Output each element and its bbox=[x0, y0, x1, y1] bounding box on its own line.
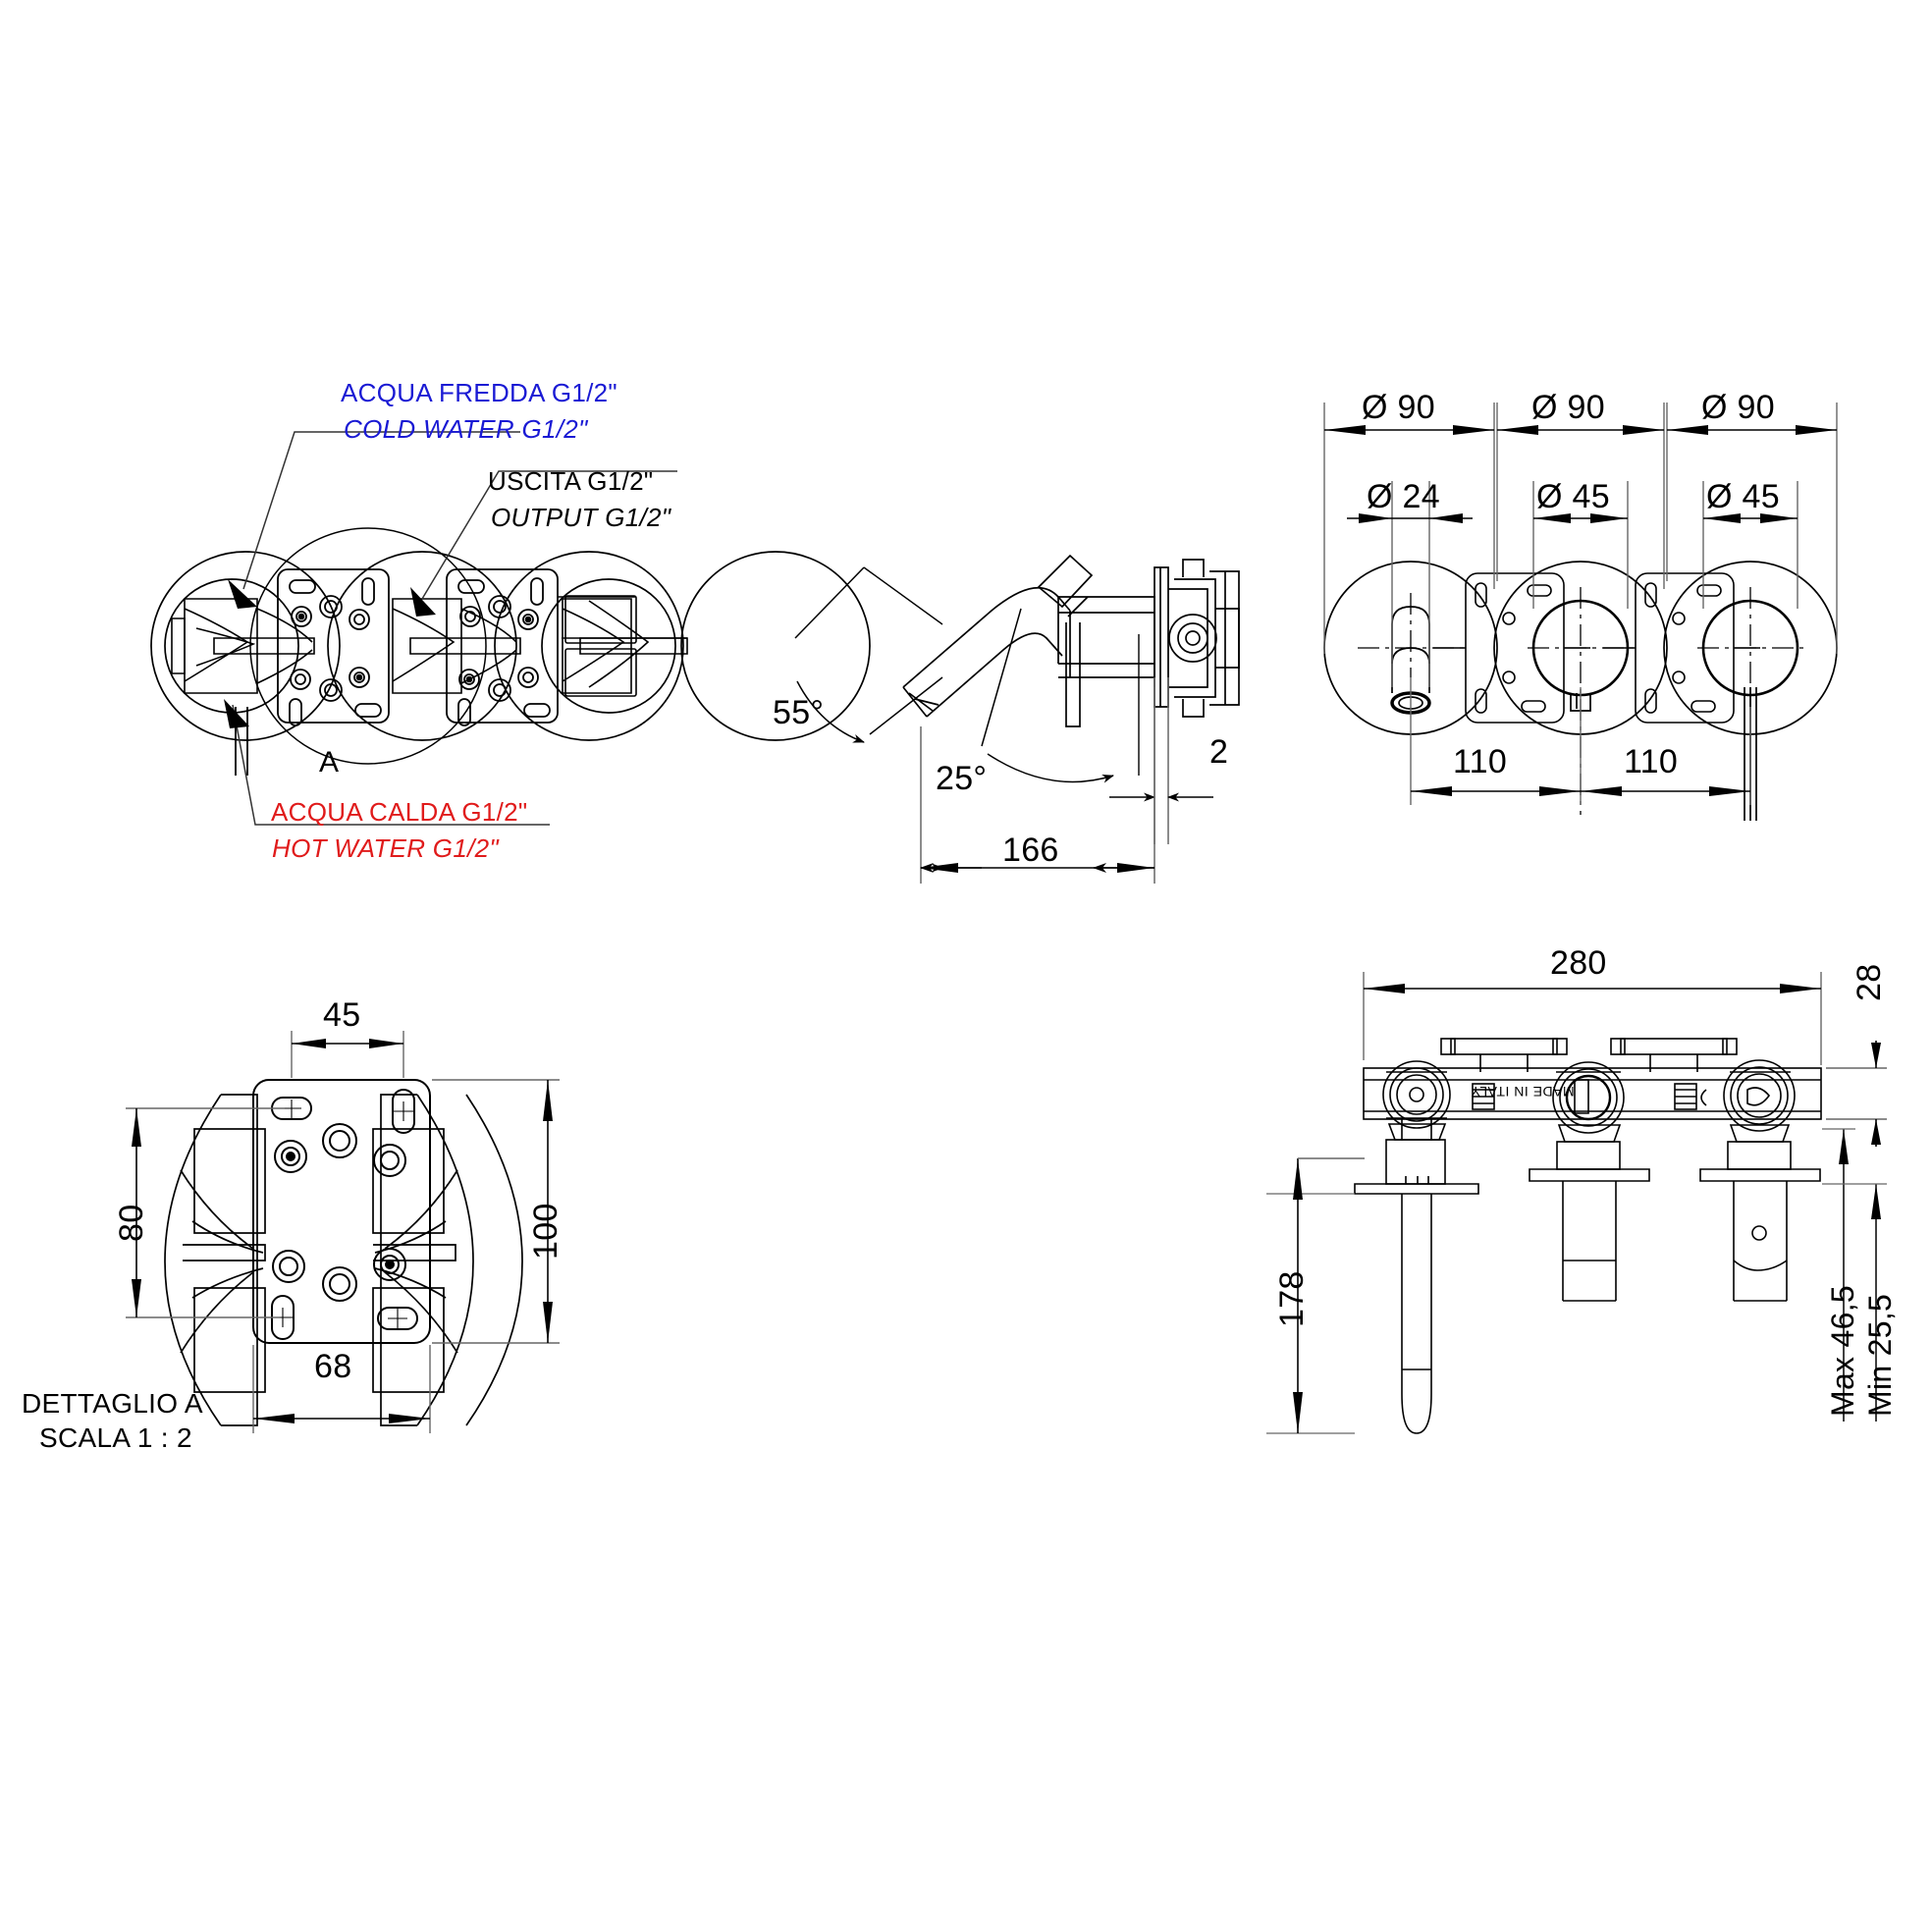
dim-68-detail: 68 bbox=[314, 1348, 352, 1385]
view-top-right-front bbox=[1323, 402, 1838, 821]
dim-110-left: 110 bbox=[1453, 743, 1508, 780]
hot-water-label-en: HOT WATER G1/2" bbox=[272, 833, 499, 863]
detail-scale: SCALA 1 : 2 bbox=[39, 1422, 192, 1453]
output-label-en: OUTPUT G1/2" bbox=[491, 503, 671, 532]
dim-diam-90-right: Ø 90 bbox=[1701, 389, 1775, 426]
dim-166: 166 bbox=[1002, 832, 1059, 869]
dim-diam-45-right: Ø 45 bbox=[1706, 478, 1780, 515]
dim-diam-90-center: Ø 90 bbox=[1531, 389, 1605, 426]
dim-min-25-5: Min 25,5 bbox=[1862, 1293, 1898, 1417]
cold-water-label-en: COLD WATER G1/2" bbox=[344, 414, 588, 444]
dim-diam-90-left: Ø 90 bbox=[1362, 389, 1435, 426]
view-middle-spout bbox=[794, 554, 1240, 884]
detail-marker-a: A bbox=[319, 746, 340, 778]
dim-80-detail: 80 bbox=[113, 1204, 150, 1242]
dim-110-right: 110 bbox=[1624, 743, 1679, 780]
view-bottom-right-assembly bbox=[1266, 972, 1887, 1434]
dim-100-detail: 100 bbox=[527, 1203, 564, 1260]
dim-diam-24: Ø 24 bbox=[1367, 478, 1440, 515]
hot-water-label-it: ACQUA CALDA G1/2" bbox=[271, 797, 528, 827]
dim-diam-45-center: Ø 45 bbox=[1536, 478, 1610, 515]
dim-angle-25: 25° bbox=[936, 760, 988, 797]
view-detail-a bbox=[126, 1031, 560, 1433]
dim-2: 2 bbox=[1209, 733, 1229, 771]
dim-45-detail: 45 bbox=[323, 996, 361, 1034]
dim-178: 178 bbox=[1273, 1270, 1311, 1327]
detail-title: DETTAGLIO A bbox=[22, 1388, 203, 1419]
output-label-it: USCITA G1/2" bbox=[488, 466, 654, 496]
cold-water-label-it: ACQUA FREDDA G1/2" bbox=[341, 378, 617, 407]
view-top-left-assembly bbox=[150, 431, 871, 826]
dim-max-46-5: Max 46,5 bbox=[1825, 1284, 1860, 1417]
dim-28: 28 bbox=[1851, 963, 1888, 1001]
made-in-italy-marking: MADE IN ITALY bbox=[1471, 1084, 1575, 1100]
dim-280: 280 bbox=[1550, 944, 1607, 982]
dim-angle-55: 55° bbox=[773, 694, 825, 731]
